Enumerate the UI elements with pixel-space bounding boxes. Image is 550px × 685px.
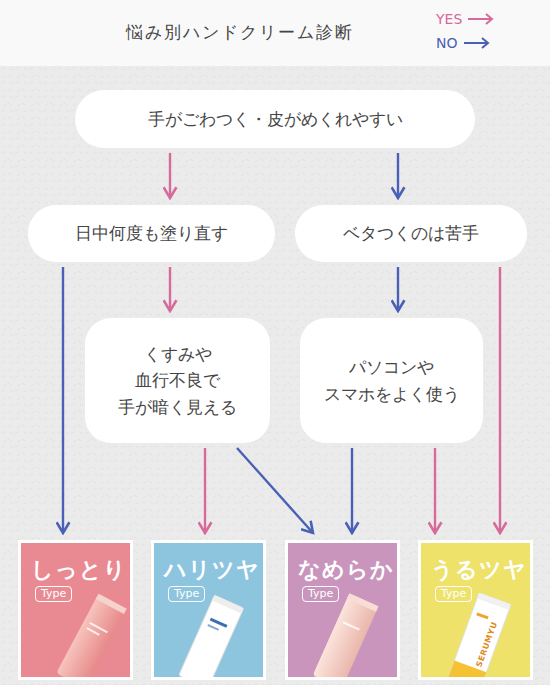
- legend-text: YES: [436, 11, 462, 27]
- result-title: ハリツヤ: [164, 555, 260, 585]
- no-arrow: [237, 448, 313, 533]
- question-box: 手がごわつく・皮がめくれやすい: [75, 90, 475, 148]
- result-title: うるツヤ: [431, 555, 527, 585]
- result-box: ハリツヤType: [151, 540, 266, 680]
- yes-arrow: [204, 448, 206, 533]
- no-arrow: [397, 267, 399, 311]
- type-tag: Type: [168, 586, 205, 602]
- legend-item: YES: [436, 9, 495, 29]
- question-box: パソコンや スマホをよく使う: [300, 318, 483, 443]
- question-text: ベタつくのは苦手: [343, 220, 479, 246]
- yes-arrow: [499, 267, 501, 533]
- question-text: パソコンや スマホをよく使う: [314, 354, 469, 407]
- result-box: しっとりType: [18, 540, 133, 680]
- no-arrow: [62, 267, 64, 533]
- result-box: なめらかType: [285, 540, 400, 680]
- question-box: 日中何度も塗り直す: [28, 205, 275, 262]
- legend-arrow-line: [468, 14, 492, 24]
- yes-arrow: [434, 448, 436, 533]
- legend-arrow: [467, 12, 495, 26]
- diagram-title: 悩み別ハンドクリーム診断: [60, 21, 420, 44]
- question-text: 手がごわつく・皮がめくれやすい: [148, 106, 403, 132]
- texture-fill: [0, 66, 550, 685]
- type-tag: Type: [435, 586, 472, 602]
- yes-arrow: [169, 153, 171, 198]
- type-tag: Type: [35, 586, 72, 602]
- question-text: くすみや 血行不良で 手が暗く見える: [99, 341, 256, 420]
- result-title: なめらか: [298, 555, 394, 585]
- yes-arrow: [169, 267, 171, 311]
- question-box: くすみや 血行不良で 手が暗く見える: [85, 318, 270, 443]
- no-arrow: [351, 448, 353, 533]
- result-title: しっとり: [31, 555, 127, 585]
- question-text: 日中何度も塗り直す: [75, 220, 228, 246]
- question-box: ベタつくのは苦手: [295, 205, 527, 262]
- type-tag: Type: [302, 586, 339, 602]
- legend-item: NO: [436, 33, 491, 53]
- legend-arrow-line: [464, 38, 488, 48]
- legend-text: NO: [436, 35, 458, 51]
- legend-arrow: [463, 36, 491, 50]
- no-arrow: [397, 153, 399, 198]
